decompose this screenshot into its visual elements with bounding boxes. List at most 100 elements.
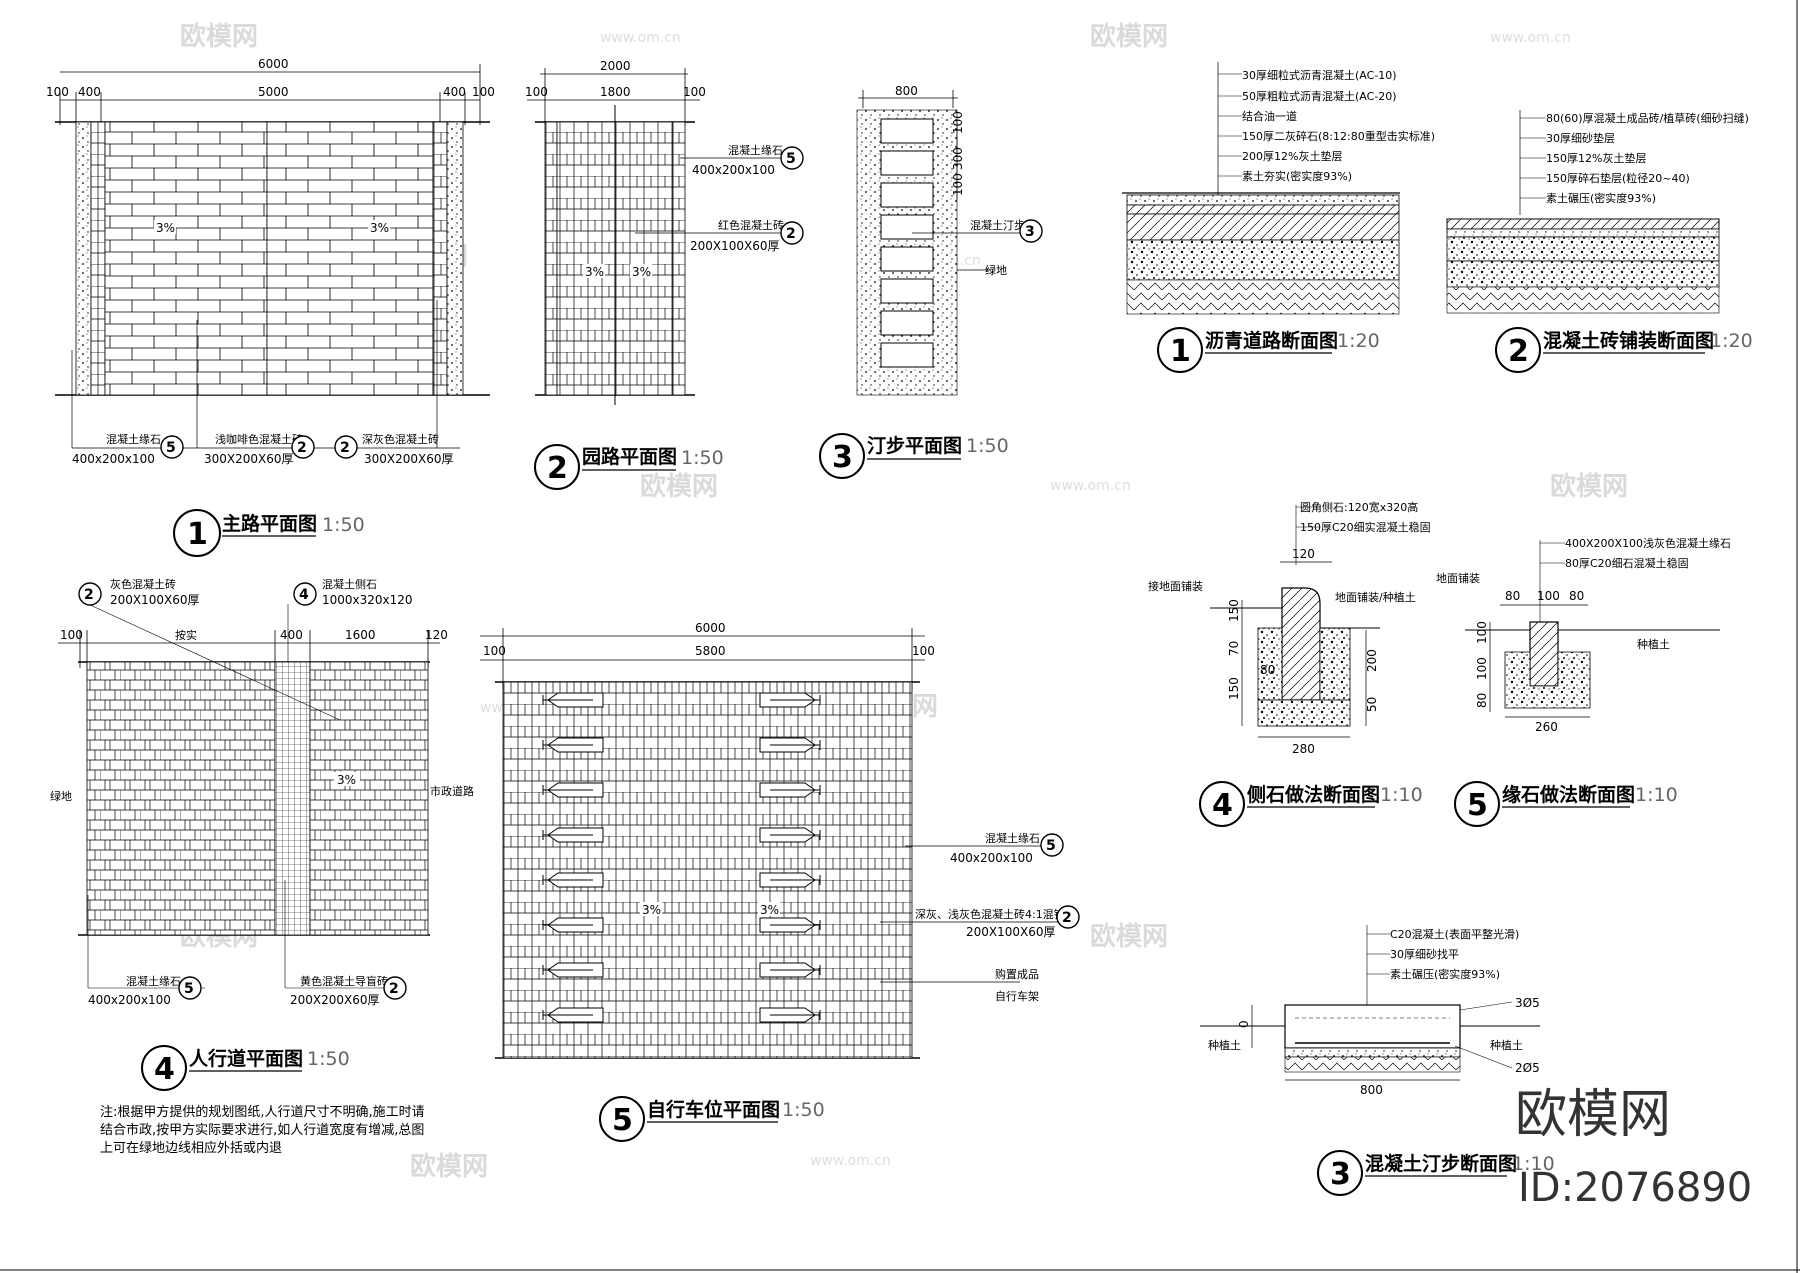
- rebar-label: 2Ø5: [1515, 1061, 1540, 1075]
- callout-size: 400x200x100: [88, 993, 171, 1007]
- view-scale: 1:10: [1635, 784, 1678, 806]
- detail-ref: 5: [786, 151, 796, 167]
- bike-rack-marker: [759, 827, 821, 843]
- svg-text:www.om.cn: www.om.cn: [1490, 30, 1571, 46]
- callout-text: 混凝土侧石: [322, 577, 377, 591]
- callout-size: 400x200x100: [72, 452, 155, 466]
- view-scale: 1:50: [966, 435, 1009, 457]
- view-number: 2: [547, 451, 568, 486]
- callout-text: 深灰、浅灰色混凝土砖4:1混铺: [915, 907, 1065, 921]
- view-scale: 1:10: [1380, 784, 1423, 806]
- bike-parking-plan: 6000 100 5800 100 3% 3% 混凝土缘石 400x200x10…: [480, 621, 1080, 1142]
- dim-thickness: 0: [1237, 1020, 1251, 1028]
- model-id: ID:2076890: [1518, 1165, 1753, 1211]
- view-title: 人行道平面图: [189, 1047, 303, 1070]
- stepping-plan: 800 100 300 100 混凝土汀步 3 绿地 3 汀步平面图 1:50: [819, 84, 1043, 479]
- view-scale: 1:50: [681, 447, 724, 469]
- bike-rack-marker: [759, 962, 821, 978]
- callout-size: 200X100X60厚: [110, 593, 200, 607]
- callout-size: 200X100X60厚: [966, 925, 1056, 939]
- dim-depth: 200: [1365, 649, 1379, 672]
- svg-text:欧模网: 欧模网: [1550, 471, 1628, 502]
- view-scale: 1:20: [1337, 330, 1380, 352]
- bike-rack-marker: [542, 692, 604, 708]
- rebar-label: 3Ø5: [1515, 996, 1540, 1010]
- view-title: 主路平面图: [222, 512, 317, 535]
- slope-label: 3%: [337, 773, 356, 787]
- dim-stone: 300: [951, 147, 965, 170]
- dim-gap: 100: [951, 111, 965, 134]
- detail-ref: 2: [786, 226, 796, 242]
- view-number: 4: [1212, 788, 1233, 823]
- edge-stone-section: 400X200X100浅灰色混凝土缘石 80厚C20细石混凝土稳固 地面铺装 种…: [1436, 536, 1731, 827]
- dim-total: 6000: [695, 621, 726, 635]
- dim-curb: 120: [425, 628, 448, 642]
- dim-height: 150: [1227, 599, 1241, 622]
- dim-base: 260: [1535, 720, 1558, 734]
- dim-variable: 按实: [175, 628, 197, 642]
- asphalt-section: 30厚细粒式沥青混凝土(AC-10) 50厚粗粒式沥青混凝土(AC-20) 结合…: [1122, 62, 1435, 373]
- callout-text: 红色混凝土砖: [718, 218, 784, 232]
- view-title: 混凝土汀步断面图: [1365, 1152, 1517, 1175]
- detail-ref: 2: [1062, 910, 1072, 926]
- dim-depth: 50: [1365, 697, 1379, 712]
- sidewalk-plan: 100 按实 400 1600 120 3% 绿地 市政道路 2 灰色混凝土砖 …: [50, 577, 474, 1091]
- view-number: 5: [612, 1103, 633, 1138]
- dim-edge-right: 100: [912, 644, 935, 658]
- dim-gap: 100: [951, 173, 965, 196]
- view-number: 3: [1330, 1157, 1351, 1192]
- detail-ref: 2: [297, 440, 307, 456]
- bike-rack-marker: [759, 737, 821, 753]
- dim-road: 5000: [258, 85, 289, 99]
- svg-text:欧模网: 欧模网: [410, 1151, 488, 1182]
- slope-label: 3%: [642, 903, 661, 917]
- slope-label: 3%: [370, 221, 389, 235]
- layer-label: 素土夯实(密实度93%): [1242, 169, 1352, 183]
- callout-text: 混凝土缘石: [985, 831, 1040, 845]
- bike-rack-marker: [759, 1007, 821, 1023]
- layer-label: 素土碾压(密实度93%): [1546, 191, 1656, 205]
- section-label: 地面铺装/种植土: [1335, 590, 1416, 604]
- dim-width: 800: [1360, 1083, 1383, 1097]
- side-label-right: 市政道路: [430, 784, 474, 798]
- dim-total: 6000: [258, 57, 289, 71]
- bike-rack-marker: [759, 782, 821, 798]
- view-title: 自行车位平面图: [647, 1098, 780, 1121]
- dim-side: 80: [1505, 589, 1520, 603]
- view-number: 1: [187, 517, 208, 552]
- layer-label: 30厚细粒式沥青混凝土(AC-10): [1242, 68, 1397, 82]
- bike-rack-marker: [542, 737, 604, 753]
- callout-text: 混凝土缘石: [126, 974, 181, 988]
- svg-text:欧模网: 欧模网: [640, 471, 718, 502]
- dim-base: 280: [1292, 742, 1315, 756]
- view-scale: 1:10: [1512, 1153, 1555, 1175]
- layer-label: 80(60)厚混凝土成品砖/植草砖(细砂扫缝): [1546, 111, 1749, 125]
- dim-tactile: 400: [280, 628, 303, 642]
- layer-label: 50厚粗粒式沥青混凝土(AC-20): [1242, 89, 1397, 103]
- callout-size: 200X100X60厚: [690, 239, 780, 253]
- section-label: 种植土: [1208, 1038, 1241, 1052]
- dim-curb-left: 400: [78, 85, 101, 99]
- view-scale: 1:50: [307, 1048, 350, 1070]
- dim-width: 800: [895, 84, 918, 98]
- bike-rack-marker: [759, 872, 821, 888]
- bike-rack-marker: [759, 692, 821, 708]
- section-label: 400X200X100浅灰色混凝土缘石: [1565, 536, 1731, 550]
- bike-rack-marker: [542, 917, 604, 933]
- callout-text: 混凝土汀步: [970, 218, 1025, 232]
- dim-edge-right: 100: [472, 85, 495, 99]
- bike-rack-marker: [542, 872, 604, 888]
- callout-text: 深灰色混凝土砖: [362, 432, 439, 446]
- section-label: 种植土: [1490, 1038, 1523, 1052]
- slope-label: 3%: [585, 265, 604, 279]
- detail-ref: 2: [340, 440, 350, 456]
- bike-rack-marker: [542, 962, 604, 978]
- slope-label: 3%: [632, 265, 651, 279]
- view-title: 汀步平面图: [867, 435, 962, 457]
- side-label-left: 绿地: [50, 789, 72, 803]
- view-title: 侧石做法断面图: [1247, 783, 1380, 806]
- main-road-plan: 6000 100 400 5000 400 100 3% 3% 混凝土缘石 40…: [46, 57, 495, 557]
- svg-text:www.om.cn: www.om.cn: [600, 30, 681, 46]
- callout-size: 300X200X60厚: [364, 452, 454, 466]
